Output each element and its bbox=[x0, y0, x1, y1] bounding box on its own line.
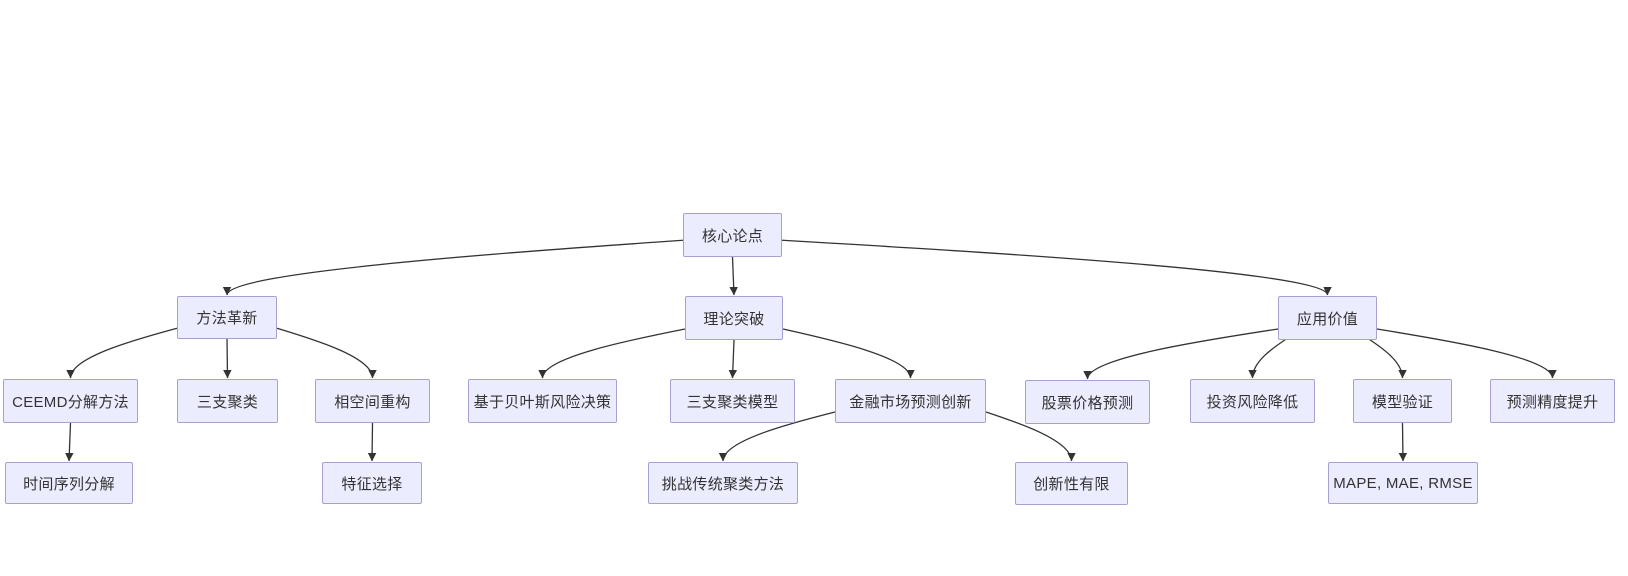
node-ceemd: CEEMD分解方法 bbox=[3, 379, 138, 423]
node-phase-space: 相空间重构 bbox=[315, 379, 430, 423]
node-three-way-clustering: 三支聚类 bbox=[177, 379, 278, 423]
edge-application-to-accuracy-improve bbox=[1376, 328, 1557, 379]
node-theory: 理论突破 bbox=[685, 296, 783, 340]
node-label: 应用价值 bbox=[1296, 310, 1359, 328]
node-label: 理论突破 bbox=[703, 310, 765, 328]
edge-theory-to-three-way-model bbox=[728, 339, 738, 379]
node-bayes-decision: 基于贝叶斯风险决策 bbox=[468, 379, 617, 423]
edge-method-to-ceemd bbox=[66, 327, 178, 379]
node-three-way-model: 三支聚类模型 bbox=[670, 379, 795, 423]
node-method: 方法革新 bbox=[177, 296, 277, 339]
edge-theory-to-bayes-decision bbox=[538, 328, 686, 379]
node-label: 投资风险降低 bbox=[1206, 393, 1299, 411]
node-label: 时间序列分解 bbox=[23, 475, 115, 493]
node-label: 三支聚类模型 bbox=[686, 393, 779, 411]
edge-core-to-application bbox=[781, 239, 1332, 296]
node-label: 方法革新 bbox=[196, 310, 258, 327]
edge-method-to-phase-space bbox=[276, 327, 377, 379]
edge-application-to-stock-prediction bbox=[1083, 328, 1279, 380]
edge-method-to-three-way-clustering bbox=[223, 338, 232, 379]
node-core: 核心论点 bbox=[683, 213, 782, 257]
node-feature-selection: 特征选择 bbox=[322, 462, 422, 504]
node-label: 挑战传统聚类方法 bbox=[661, 475, 785, 493]
node-label: 股票价格预测 bbox=[1041, 394, 1134, 412]
node-stock-prediction: 股票价格预测 bbox=[1025, 380, 1150, 424]
node-label: CEEMD分解方法 bbox=[12, 393, 129, 411]
node-label: 基于贝叶斯风险决策 bbox=[473, 393, 612, 411]
node-limited-innovation: 创新性有限 bbox=[1015, 462, 1128, 505]
node-ts-decomposition: 时间序列分解 bbox=[5, 462, 133, 504]
edge-application-to-model-validation bbox=[1368, 338, 1407, 379]
node-label: 特征选择 bbox=[341, 475, 403, 493]
node-label: 核心论点 bbox=[701, 227, 764, 245]
node-metrics: MAPE, MAE, RMSE bbox=[1328, 462, 1478, 504]
edge-theory-to-finance-innovation bbox=[782, 328, 915, 379]
node-label: MAPE, MAE, RMSE bbox=[1333, 474, 1473, 492]
edge-phase-space-to-feature-selection bbox=[367, 422, 377, 462]
node-model-validation: 模型验证 bbox=[1353, 379, 1452, 423]
node-challenge-clustering: 挑战传统聚类方法 bbox=[648, 462, 798, 504]
edge-group bbox=[65, 239, 1557, 462]
node-label: 金融市场预测创新 bbox=[849, 393, 972, 411]
node-label: 创新性有限 bbox=[1033, 476, 1110, 493]
node-invest-risk: 投资风险降低 bbox=[1190, 379, 1315, 423]
edge-core-to-theory bbox=[729, 256, 738, 296]
edge-model-validation-to-metrics bbox=[1398, 422, 1408, 462]
node-label: 相空间重构 bbox=[334, 393, 411, 411]
node-label: 预测精度提升 bbox=[1506, 393, 1599, 411]
edge-core-to-method bbox=[222, 239, 684, 296]
edge-finance-innovation-to-challenge-clustering bbox=[718, 411, 836, 462]
edge-application-to-invest-risk bbox=[1248, 338, 1287, 379]
node-application: 应用价值 bbox=[1278, 296, 1377, 340]
node-label: 三支聚类 bbox=[196, 393, 259, 411]
node-label: 模型验证 bbox=[1371, 393, 1434, 411]
edge-ceemd-to-ts-decomposition bbox=[65, 422, 74, 462]
node-accuracy-improve: 预测精度提升 bbox=[1490, 379, 1615, 423]
edge-finance-innovation-to-limited-innovation bbox=[985, 411, 1076, 462]
node-finance-innovation: 金融市场预测创新 bbox=[835, 379, 986, 423]
